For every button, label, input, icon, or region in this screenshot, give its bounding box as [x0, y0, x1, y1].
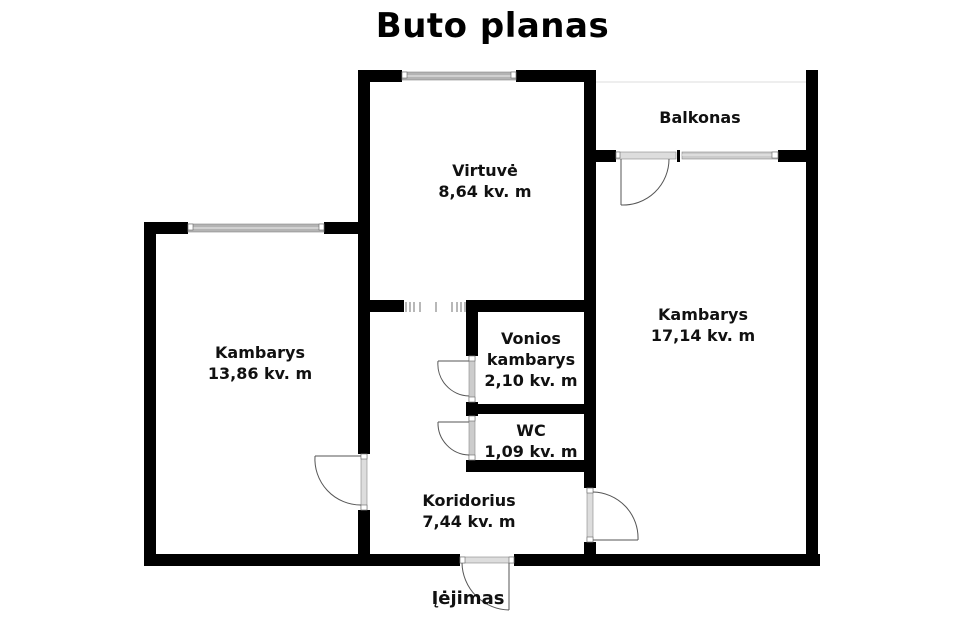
room-name: Koridorius	[422, 491, 516, 510]
room-name: WC	[516, 421, 546, 440]
wall	[516, 70, 596, 82]
wall	[466, 460, 590, 472]
wall	[806, 70, 818, 566]
wall	[358, 300, 404, 312]
room-name: Kambarys	[215, 343, 305, 362]
room-label-koridorius: Koridorius 7,44 kv. m	[404, 490, 534, 532]
room-area: 17,14 kv. m	[650, 326, 756, 345]
wall	[358, 510, 370, 560]
room-name-line1: Vonios	[501, 329, 561, 348]
wall	[466, 300, 590, 312]
bathroom-door	[437, 355, 476, 403]
room-label-kambarys-left: Kambarys 13,86 kv. m	[195, 342, 325, 384]
wall	[584, 70, 596, 488]
room-name-line2: kambarys	[486, 350, 576, 369]
wall	[596, 150, 616, 162]
wall	[144, 554, 460, 566]
left-room-door	[314, 453, 368, 511]
wall	[778, 150, 808, 162]
left-room-window	[187, 223, 325, 233]
kitchen-window	[401, 71, 517, 81]
wall	[466, 404, 590, 414]
room-label-vonios: Vonios kambarys 2,10 kv. m	[478, 328, 584, 391]
page-title: Buto planas	[375, 6, 610, 46]
wall	[358, 70, 402, 82]
room-label-kambarys-right: Kambarys 17,14 kv. m	[638, 304, 768, 346]
room-label-balkonas: Balkonas	[640, 107, 760, 128]
balcony-door	[615, 150, 779, 206]
room-label-virtuve: Virtuvė 8,64 kv. m	[420, 160, 550, 202]
kitchen-opening	[405, 302, 466, 312]
room-area: 13,86 kv. m	[207, 364, 313, 383]
entrance-label: Įėjimas	[431, 588, 505, 609]
wall	[584, 542, 596, 564]
room-area: 1,09 kv. m	[484, 442, 578, 461]
room-name: Virtuvė	[452, 161, 518, 180]
room-label-wc: WC 1,09 kv. m	[478, 420, 584, 462]
room-area: 2,10 kv. m	[484, 371, 578, 390]
wc-door	[437, 415, 476, 461]
room-area: 8,64 kv. m	[438, 182, 532, 201]
wall	[466, 300, 478, 356]
room-area: 7,44 kv. m	[422, 512, 516, 531]
room-name: Kambarys	[658, 305, 748, 324]
wall	[144, 222, 156, 566]
room-name: Balkonas	[659, 108, 741, 127]
entrance-door	[459, 556, 515, 611]
right-room-door	[586, 487, 639, 543]
wall	[358, 70, 370, 454]
